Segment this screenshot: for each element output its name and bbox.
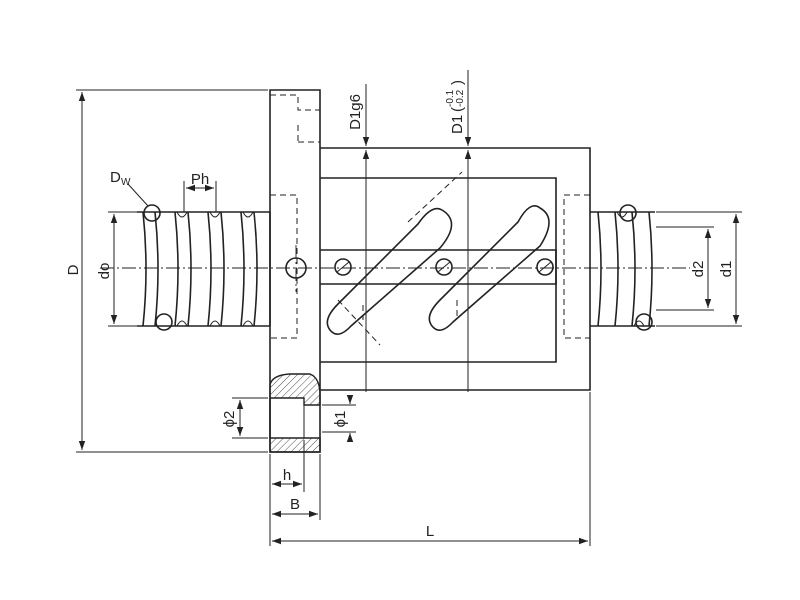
return-tube-right (428, 205, 550, 331)
return-tube-left (326, 207, 453, 335)
label-phi2: ϕ2 (221, 411, 238, 428)
label-Dw-sub: W (121, 177, 131, 188)
ball-top-left (143, 204, 161, 222)
dim-h (269, 440, 305, 546)
left-screw-shaft (137, 211, 270, 327)
dim-phi2 (232, 397, 268, 439)
dim-d2 (656, 226, 714, 311)
screw-right (536, 258, 554, 276)
ball-top-right (619, 204, 637, 222)
label-D1-tolerance: D1 ( -0.1 -0.2 ) (445, 80, 466, 134)
dim-do (108, 211, 158, 327)
label-do: do (96, 263, 113, 280)
svg-text:-0.1: -0.1 (445, 89, 456, 107)
ball-bottom-right (635, 313, 653, 331)
svg-text:D1: D1 (449, 115, 466, 134)
screw-left (334, 258, 352, 276)
label-L: L (426, 523, 434, 540)
dim-B (272, 454, 321, 520)
label-D: D (65, 264, 82, 275)
svg-text:-0.2: -0.2 (455, 89, 466, 107)
label-d2: d2 (690, 261, 707, 278)
label-D1g6: D1g6 (347, 94, 364, 130)
screw-mid (435, 258, 453, 276)
svg-text:): ) (449, 80, 466, 85)
dim-L (272, 392, 591, 546)
label-B: B (290, 496, 300, 513)
label-d1: d1 (718, 261, 735, 278)
label-Ph: Ph (191, 171, 209, 188)
label-Dw: D (110, 169, 121, 186)
label-phi1: ϕ1 (332, 411, 349, 428)
right-screw-shaft (590, 211, 655, 327)
svg-text:(: ( (449, 107, 466, 112)
ball-bottom-left (155, 313, 173, 331)
label-h: h (283, 467, 291, 484)
dim-d1 (656, 211, 742, 327)
flange (269, 89, 321, 453)
dim-phi1 (322, 395, 356, 442)
dim-Ph (183, 181, 217, 212)
nut-body (320, 147, 591, 391)
dim-D (76, 89, 268, 453)
leader-Dw (127, 183, 149, 207)
